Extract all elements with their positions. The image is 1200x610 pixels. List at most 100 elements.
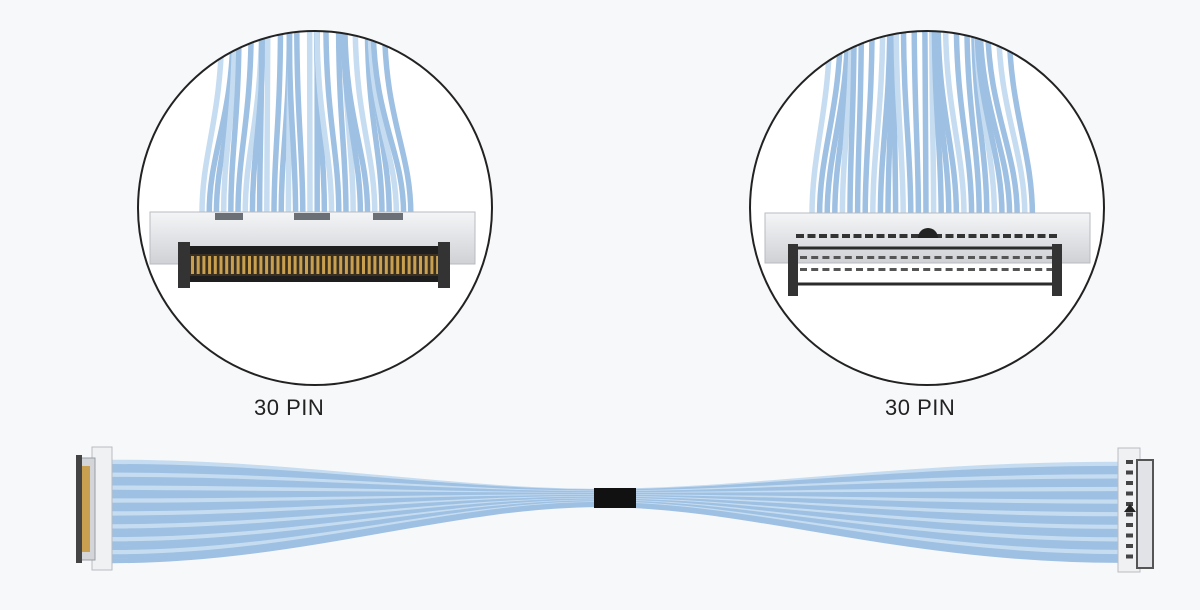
slot (1003, 234, 1011, 238)
wire (847, 31, 857, 216)
contact-pin (373, 256, 377, 274)
slot (1126, 554, 1133, 559)
left-circle-border (137, 30, 493, 386)
slot (867, 268, 875, 271)
slot (811, 256, 819, 259)
wire (964, 31, 982, 216)
wire (995, 31, 1028, 216)
slot (856, 256, 863, 259)
contact-pin (287, 256, 291, 274)
wire (862, 31, 875, 216)
contact-pin (430, 256, 434, 274)
slot (807, 234, 816, 238)
slot (1024, 256, 1031, 259)
slot (1126, 470, 1133, 475)
slot (833, 256, 841, 259)
contact-pin (236, 256, 240, 274)
slot (923, 256, 931, 259)
slot (923, 268, 931, 271)
left-connector-label: 30 PIN (254, 395, 325, 420)
slot (1126, 491, 1133, 496)
wire (323, 31, 342, 215)
contact-pin (219, 256, 223, 274)
slot (957, 234, 965, 238)
contact-pin (316, 256, 320, 274)
contact-pin (407, 256, 411, 274)
slot (934, 268, 942, 271)
slot (900, 256, 908, 259)
left-connector-closeup (149, 211, 476, 288)
slot (1126, 481, 1133, 485)
wire (839, 31, 855, 216)
wire (367, 31, 400, 215)
wire (854, 31, 865, 216)
wire (370, 31, 407, 215)
slot (856, 268, 863, 271)
slot (1012, 256, 1020, 259)
wire (942, 31, 967, 216)
contact-pin (191, 256, 194, 274)
wire (364, 31, 385, 215)
wire (984, 31, 1020, 216)
wire (294, 31, 306, 215)
wire (220, 31, 238, 215)
wire (228, 31, 242, 215)
slot (822, 256, 830, 259)
contact-pin (213, 256, 217, 274)
slot (1012, 268, 1020, 271)
slot (878, 256, 886, 259)
slot (800, 256, 807, 259)
slot (912, 268, 919, 271)
slot (899, 234, 908, 238)
slot (968, 234, 977, 238)
contact-pin (202, 256, 206, 274)
contact-pin (208, 256, 212, 274)
slot (900, 268, 908, 271)
slot (800, 268, 807, 271)
contact-pin (401, 256, 405, 274)
wire (929, 31, 937, 216)
contact-pin (350, 256, 354, 274)
slot (968, 268, 975, 271)
center-ferrite-band (594, 488, 636, 508)
slot (867, 256, 875, 259)
slot (1035, 256, 1043, 259)
cable-right-connector (1117, 447, 1154, 573)
slot (830, 234, 839, 238)
slot (1126, 460, 1133, 464)
slot (990, 268, 998, 271)
slot (844, 256, 852, 259)
contact-pin (242, 256, 246, 274)
slot (853, 234, 862, 238)
slot (1126, 523, 1133, 527)
slot (1126, 512, 1133, 517)
slot (912, 256, 919, 259)
contact-pin (282, 256, 286, 274)
slot (968, 256, 975, 259)
wire (877, 31, 893, 216)
right-magnified-view (749, 30, 1105, 386)
contact-pin (305, 256, 308, 274)
contact-pin (379, 256, 383, 274)
contact-pin (253, 256, 257, 274)
wire (342, 31, 371, 215)
slot (1024, 268, 1031, 271)
wire (932, 31, 952, 216)
slot (833, 268, 841, 271)
slot (811, 268, 819, 271)
slot (844, 268, 852, 271)
slot (979, 256, 987, 259)
slot (888, 234, 896, 238)
contact-pin (230, 256, 234, 274)
wire (900, 31, 914, 216)
contact-pin (384, 256, 388, 274)
wire (953, 31, 975, 216)
contact-pin (293, 256, 297, 274)
wire (271, 31, 284, 215)
contact-pin (259, 256, 263, 274)
slot (945, 256, 953, 259)
contact-pin (299, 256, 303, 274)
contact-pin (322, 256, 326, 274)
slot (945, 234, 954, 238)
